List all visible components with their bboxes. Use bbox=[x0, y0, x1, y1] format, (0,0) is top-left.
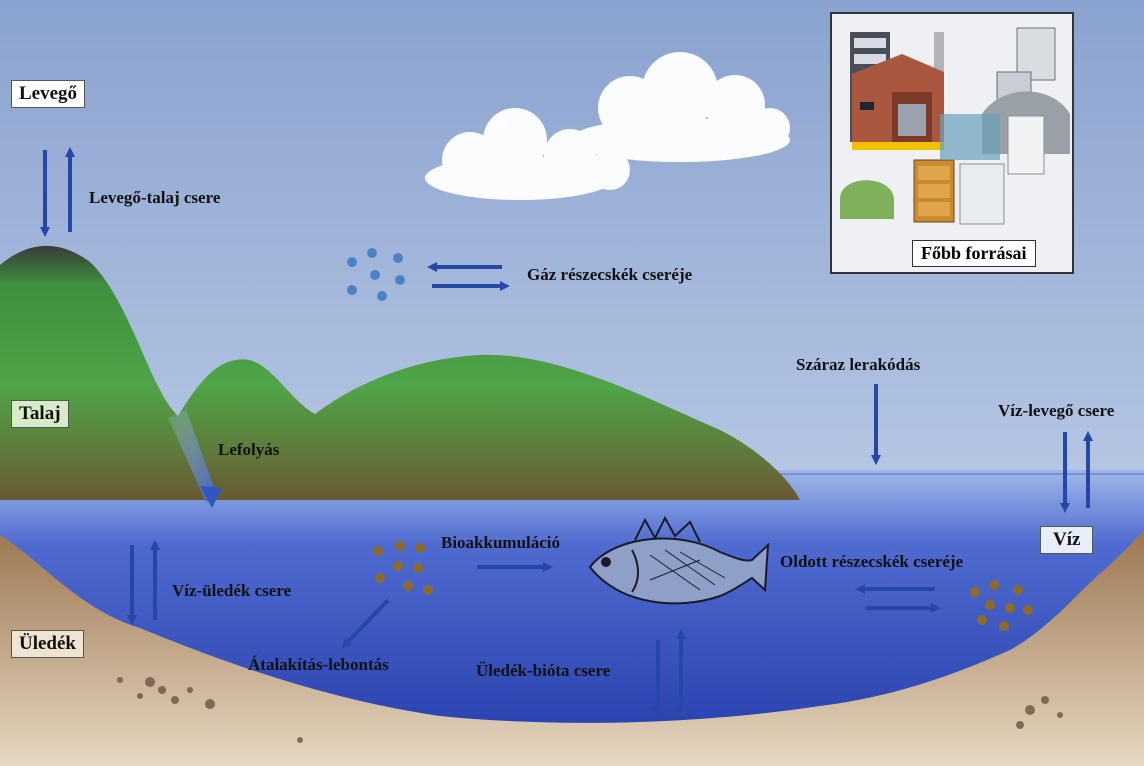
zone-label-water: Víz bbox=[1040, 526, 1094, 554]
runoff-arrowhead bbox=[200, 486, 222, 508]
process-arrows bbox=[40, 147, 1093, 717]
process-dissolved-particle-label: Oldott részecskék cseréje bbox=[780, 552, 964, 571]
process-water-sediment-label: Víz-üledék csere bbox=[172, 581, 292, 600]
factory-icon bbox=[850, 32, 944, 150]
process-runoff-label: Lefolyás bbox=[218, 440, 280, 459]
sources-illustration bbox=[832, 14, 1072, 272]
soil-hills bbox=[0, 245, 800, 500]
particles-left bbox=[373, 541, 433, 595]
furniture-icon bbox=[840, 114, 1045, 225]
process-bioaccumulation-label: Bioakkumuláció bbox=[441, 533, 561, 552]
process-gas-particle-label: Gáz részecskék cseréje bbox=[527, 265, 693, 284]
sediment-rocks bbox=[117, 677, 1063, 743]
arrow-transformation bbox=[341, 598, 390, 649]
particles-right bbox=[970, 580, 1033, 631]
process-sediment-biota-label: Üledék-bióta csere bbox=[476, 661, 611, 680]
process-transformation-label: Átalakítás-lebontás bbox=[248, 655, 389, 674]
sources-title: Főbb forrásai bbox=[912, 240, 1036, 267]
zone-label-sediment: Üledék bbox=[11, 630, 84, 658]
process-dry-deposition-label: Száraz lerakódás bbox=[796, 355, 921, 374]
fish-icon bbox=[588, 515, 770, 605]
sediment-layer bbox=[0, 530, 1144, 766]
zone-label-soil: Talaj bbox=[11, 400, 69, 428]
process-water-air-label: Víz-levegő csere bbox=[998, 401, 1115, 420]
zone-label-air: Levegő bbox=[11, 80, 86, 108]
process-air-soil-label: Levegő-talaj csere bbox=[89, 188, 221, 207]
gas-particles bbox=[347, 248, 405, 301]
clouds bbox=[425, 52, 790, 200]
runoff-stream bbox=[168, 410, 218, 502]
sources-inset bbox=[830, 12, 1074, 274]
